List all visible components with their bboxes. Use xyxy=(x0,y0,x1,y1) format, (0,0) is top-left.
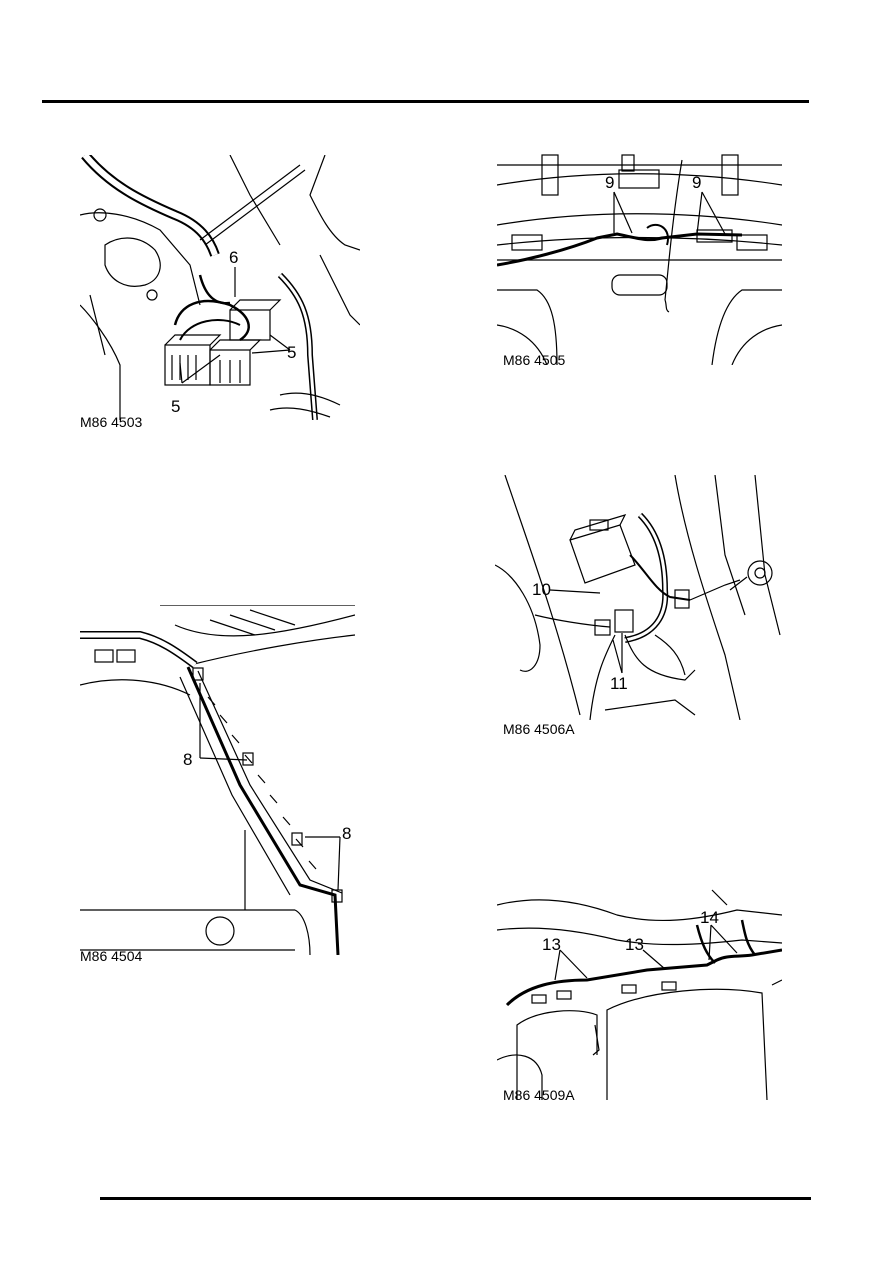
illustration-roof-rear-harness: 13 13 14 xyxy=(497,889,782,1100)
figure-m86-4506a: 10 11 xyxy=(495,475,785,720)
illustration-header-harness: 9 9 xyxy=(497,154,782,365)
callout-14: 14 xyxy=(700,908,719,927)
figure-caption: M86 4504 xyxy=(80,948,143,964)
footer-rule xyxy=(100,1197,811,1200)
figure-m86-4505: 9 9 xyxy=(497,150,782,365)
figure-caption: M86 4505 xyxy=(503,352,566,368)
figure-caption: M86 4509A xyxy=(503,1087,575,1103)
illustration-instrument-harness: 6 5 5 xyxy=(80,155,360,420)
callout-9b: 9 xyxy=(692,173,701,192)
header-rule xyxy=(42,100,809,103)
figure-m86-4503: 6 5 5 xyxy=(80,155,360,420)
callout-6: 6 xyxy=(229,248,238,267)
illustration-pillar-module: 10 11 xyxy=(495,475,781,720)
callout-13b: 13 xyxy=(625,935,644,954)
figure-caption: M86 4506A xyxy=(503,721,575,737)
callout-11: 11 xyxy=(610,674,628,693)
callout-10: 10 xyxy=(532,580,551,599)
callout-8a: 8 xyxy=(183,750,192,769)
figure-m86-4509a: 13 13 14 xyxy=(497,885,782,1100)
callout-5b: 5 xyxy=(171,397,180,416)
figure-m86-4504: 8 8 xyxy=(80,605,355,955)
callout-5a: 5 xyxy=(287,343,296,362)
callout-13a: 13 xyxy=(542,935,561,954)
figure-caption: M86 4503 xyxy=(80,414,143,430)
callout-8b: 8 xyxy=(342,824,351,843)
callout-9a: 9 xyxy=(605,173,614,192)
illustration-a-pillar-harness: 8 8 xyxy=(80,605,355,955)
